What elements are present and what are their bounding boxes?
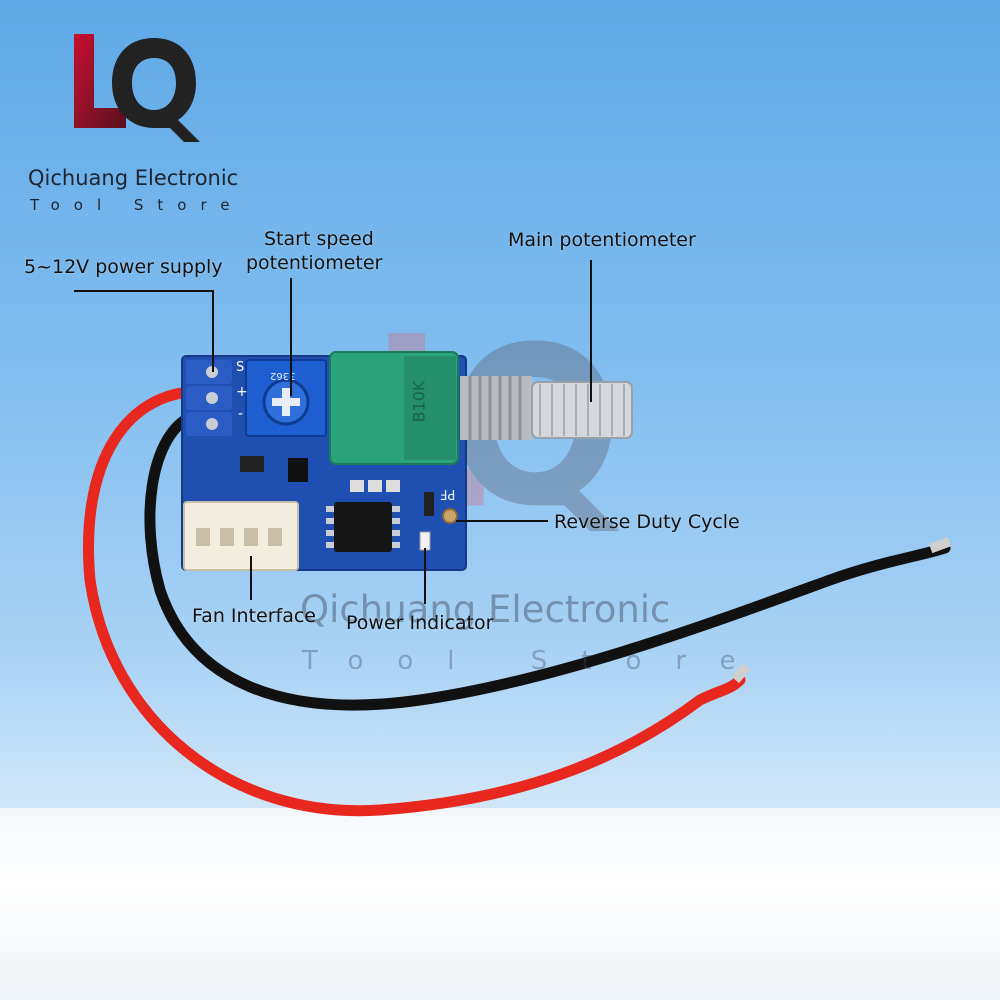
watermark-name: Qichuang Electronic bbox=[300, 588, 671, 631]
table-surface bbox=[0, 808, 1000, 1000]
pot-knurled-shaft bbox=[531, 381, 633, 439]
callout-fan-interface: Fan Interface bbox=[192, 605, 316, 627]
pin-label-minus: - bbox=[238, 406, 244, 422]
callout-start-speed-line2: potentiometer bbox=[246, 252, 383, 274]
brand-logo-icon bbox=[74, 34, 200, 142]
brand-subtitle: Tool Store bbox=[30, 196, 244, 214]
driver-chip bbox=[334, 502, 392, 552]
pf-mark: PF bbox=[440, 486, 456, 501]
pin-label-s: S bbox=[236, 360, 245, 375]
leader-power-indicator bbox=[424, 548, 426, 604]
pin-label-plus: + bbox=[236, 384, 248, 400]
leader-reverse-duty bbox=[456, 520, 548, 522]
reverse-duty-pad bbox=[442, 508, 458, 524]
pot-value: B10K bbox=[409, 380, 429, 423]
red-wire bbox=[83, 386, 746, 817]
callout-main-potentiometer: Main potentiometer bbox=[508, 229, 696, 251]
brand-name: Qichuang Electronic bbox=[28, 166, 239, 190]
leader-power-h bbox=[74, 290, 214, 292]
black-wire bbox=[144, 412, 951, 711]
callout-reverse-duty-cycle: Reverse Duty Cycle bbox=[554, 511, 740, 533]
callout-power-supply: 5~12V power supply bbox=[24, 256, 223, 278]
watermark-subtitle: Tool Store bbox=[302, 646, 770, 676]
callout-power-indicator: Power Indicator bbox=[346, 612, 494, 634]
leader-start-speed bbox=[290, 278, 292, 396]
leader-main-pot bbox=[590, 260, 592, 402]
fan-connector bbox=[183, 501, 299, 571]
leader-fan bbox=[250, 556, 252, 600]
callout-start-speed-line1: Start speed bbox=[264, 228, 374, 250]
leader-power-v bbox=[212, 290, 214, 372]
